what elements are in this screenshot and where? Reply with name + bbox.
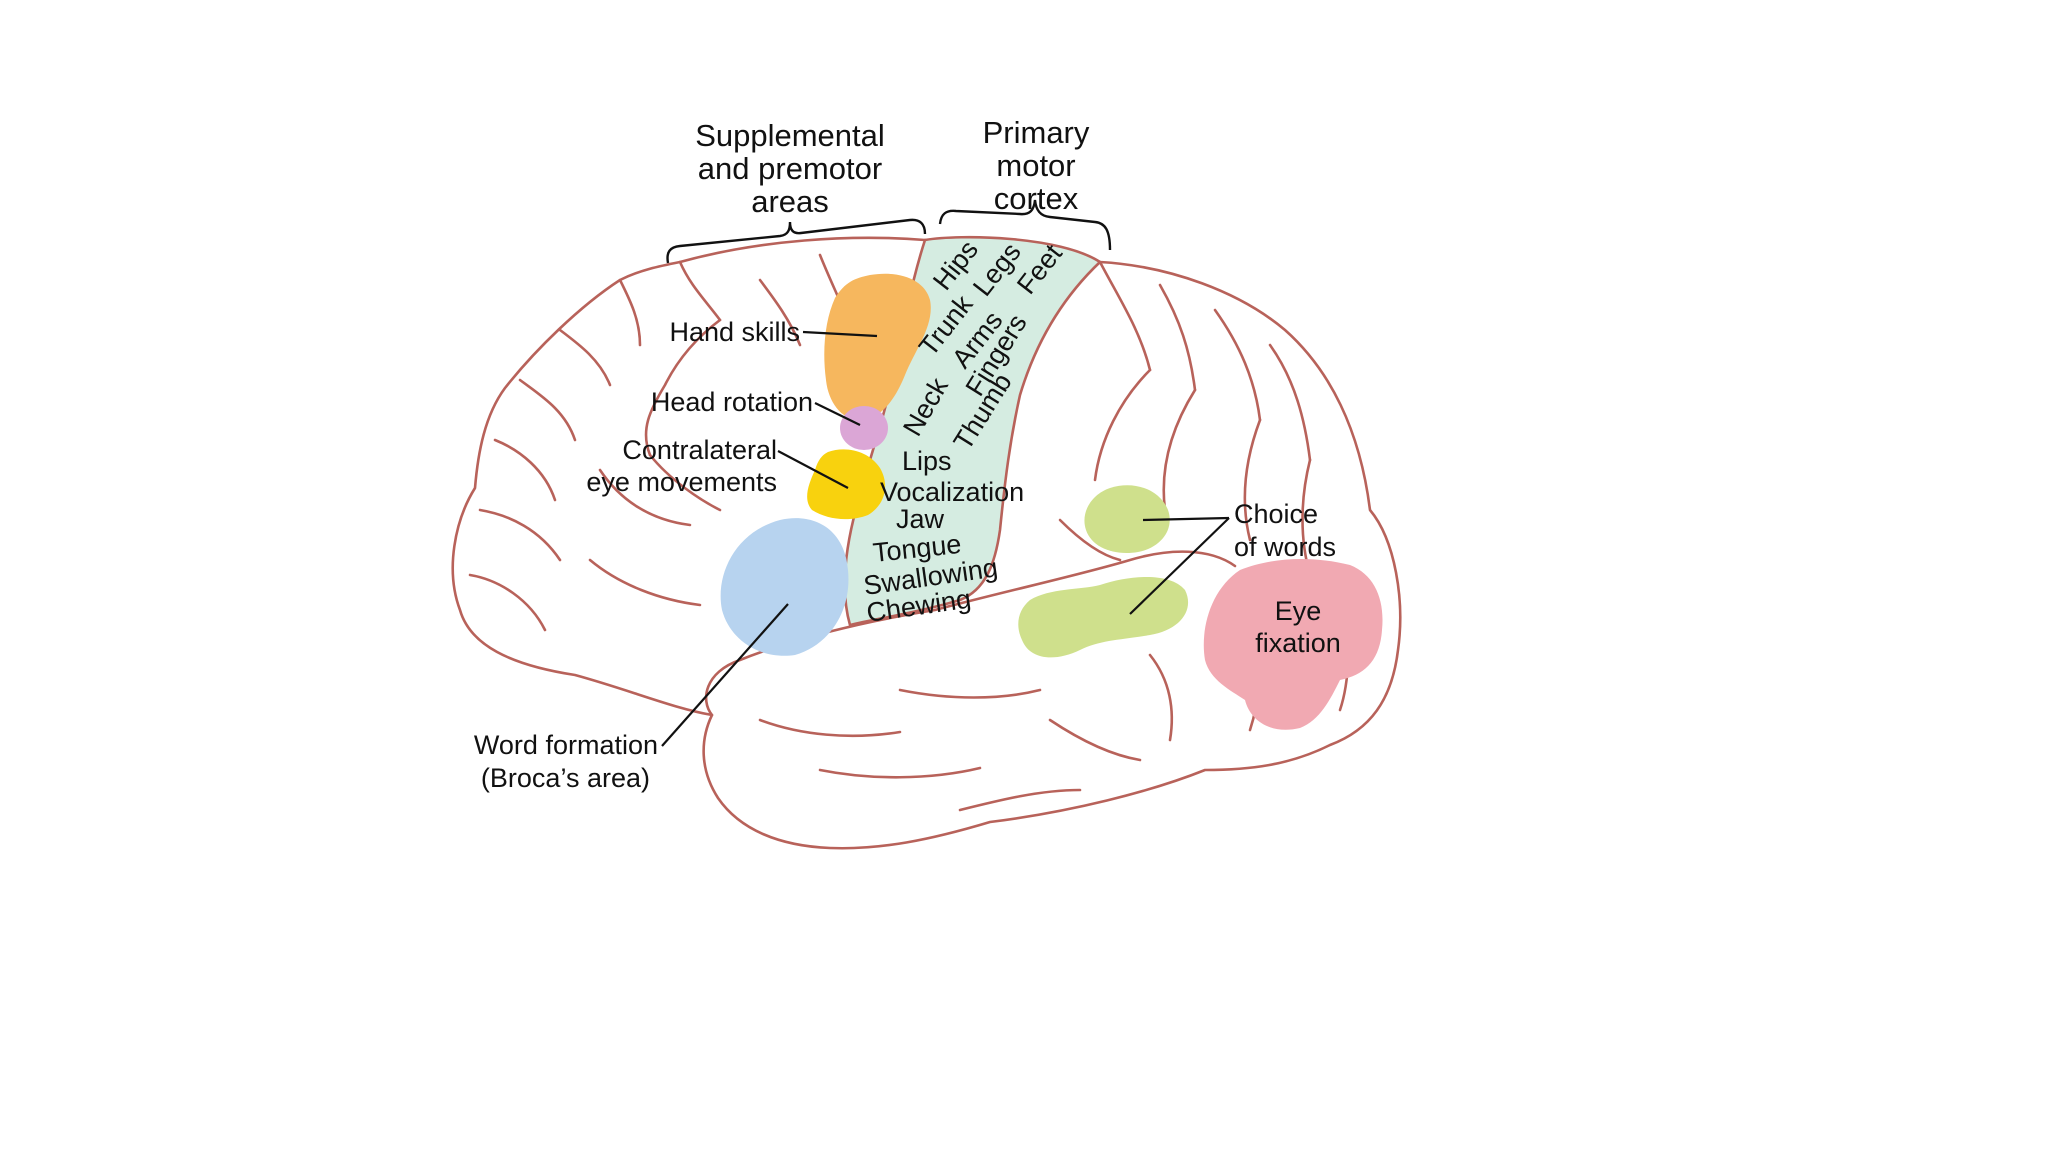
choice-of-words-upper-leader bbox=[1142, 516, 1230, 522]
motor-header-line-2: motor bbox=[996, 148, 1075, 183]
contralateral-label-line-1: Contralateral bbox=[622, 435, 777, 465]
premotor-header: Supplemental and premotor areas bbox=[695, 118, 885, 219]
eye-movements-region bbox=[807, 449, 886, 520]
motor-header: Primary motor cortex bbox=[983, 115, 1090, 216]
motor-brace bbox=[938, 199, 1112, 251]
motor-header-line-3: cortex bbox=[994, 181, 1079, 216]
word-formation-label-line-1: Word formation bbox=[474, 730, 658, 760]
motor-label-jaw: Jaw bbox=[896, 504, 945, 534]
motor-label-vocalization: Vocalization bbox=[880, 477, 1024, 507]
brain-outline bbox=[451, 236, 1402, 850]
leader-lines bbox=[661, 330, 1230, 747]
broca-leader bbox=[661, 603, 789, 747]
hand-skills-region bbox=[824, 273, 931, 420]
head-rotation-leader bbox=[814, 402, 861, 426]
premotor-header-line-3: areas bbox=[751, 184, 829, 219]
choice-of-words-upper-region bbox=[1084, 485, 1170, 554]
choice-of-words-lower-leader bbox=[1129, 517, 1230, 615]
hand-skills-label: Hand skills bbox=[669, 317, 800, 347]
motor-header-line-1: Primary bbox=[983, 115, 1090, 150]
choice-of-words-lower-region bbox=[1018, 576, 1189, 658]
cortical-sulci bbox=[468, 253, 1350, 812]
eye-fixation-region bbox=[1203, 558, 1383, 730]
eye-fixation-label-line-1: Eye bbox=[1275, 596, 1322, 626]
premotor-header-line-1: Supplemental bbox=[695, 118, 885, 153]
choice-of-words-label-line-1: Choice bbox=[1234, 499, 1318, 529]
broca-region bbox=[720, 518, 849, 656]
hand-skills-leader bbox=[802, 330, 878, 338]
contralateral-label-line-2: eye movements bbox=[586, 467, 777, 497]
temporal-lobe-outline bbox=[704, 550, 1237, 717]
motor-label-lips: Lips bbox=[902, 446, 952, 476]
choice-of-words-label-line-2: of words bbox=[1234, 532, 1336, 562]
head-rotation-region bbox=[840, 406, 888, 450]
premotor-brace bbox=[666, 218, 927, 264]
eye-fixation-label-line-2: fixation bbox=[1255, 628, 1341, 658]
head-rotation-label: Head rotation bbox=[651, 387, 813, 417]
word-formation-label-line-2: (Broca’s area) bbox=[481, 763, 650, 793]
premotor-header-line-2: and premotor bbox=[698, 151, 882, 186]
eye-movements-leader bbox=[777, 450, 849, 489]
